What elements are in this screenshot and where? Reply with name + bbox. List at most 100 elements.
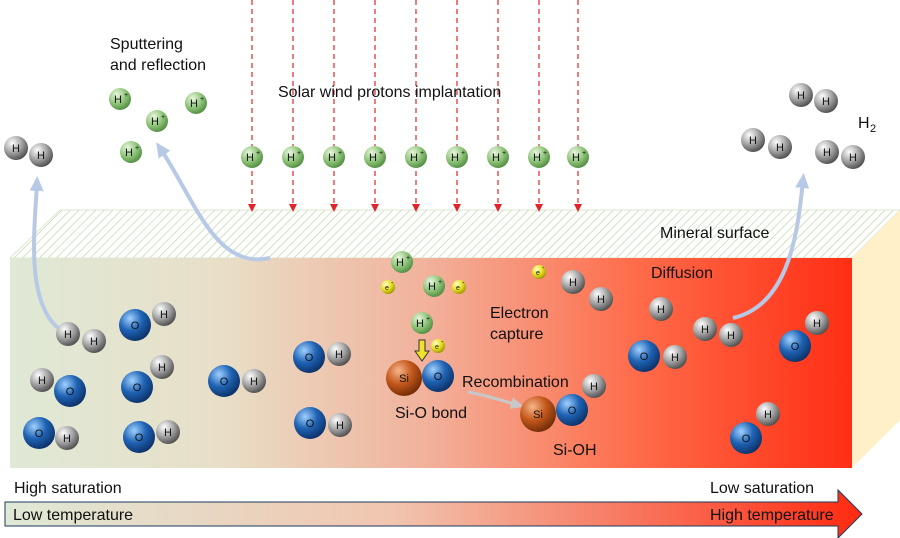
svg-text:H: H (158, 362, 166, 374)
svg-text:-: - (462, 280, 465, 287)
svg-text:H: H (822, 96, 830, 108)
sputtering-arrow (156, 142, 271, 262)
svg-text:+: + (426, 316, 430, 323)
svg-text:H: H (336, 420, 344, 432)
svg-text:O: O (35, 428, 44, 440)
capture-down-arrow (414, 339, 430, 362)
proton: H+ (109, 88, 131, 110)
svg-text:-: - (542, 265, 545, 272)
hydrogen-atom: H (561, 270, 585, 294)
svg-text:H: H (369, 152, 377, 164)
electron: e- (431, 339, 445, 353)
escape-arrow-left (29, 176, 60, 330)
incoming-proton: H+ (282, 146, 304, 168)
svg-text:O: O (568, 405, 577, 417)
svg-text:H: H (572, 152, 580, 164)
svg-text:H: H (727, 330, 735, 342)
svg-text:e: e (536, 270, 540, 277)
svg-text:H: H (764, 409, 772, 421)
svg-text:H: H (657, 304, 665, 316)
electron: e- (452, 280, 466, 294)
svg-text:e: e (385, 285, 389, 292)
svg-text:H: H (63, 433, 71, 445)
implantation-paths[interactable] (248, 0, 582, 212)
hydroxyl-group: O H (779, 311, 829, 362)
si-oh-label: Si-OH (553, 442, 597, 459)
svg-text:H: H (160, 309, 168, 321)
proton: H+ (411, 312, 433, 334)
svg-text:H: H (590, 381, 598, 393)
incoming-proton: H+ (567, 146, 589, 168)
temperature-arrow (4, 488, 863, 538)
electron-capture-label-line2: capture (490, 326, 543, 343)
svg-text:H: H (797, 90, 805, 102)
h2-molecule: H H (741, 128, 792, 159)
incoming-proton: H+ (528, 146, 550, 168)
svg-text:H: H (396, 257, 404, 269)
hydroxyl-group: O H (121, 355, 174, 403)
svg-text:O: O (791, 341, 800, 353)
hydroxyl-group: O H (123, 420, 180, 453)
slab-side-face (852, 210, 900, 468)
svg-text:H: H (190, 98, 198, 110)
hydroxyl-group: O H (119, 302, 176, 341)
h2-molecule: H H (789, 83, 838, 113)
svg-text:+: + (406, 255, 410, 262)
h2-molecule: H H (815, 140, 865, 169)
svg-text:H: H (813, 318, 821, 330)
incoming-proton: H+ (323, 146, 345, 168)
svg-text:H: H (451, 152, 459, 164)
si-oh-group: Si O (520, 394, 588, 432)
svg-text:+: + (135, 145, 139, 152)
svg-text:O: O (131, 320, 140, 332)
h2-subscript: 2 (870, 123, 876, 135)
svg-text:H: H (114, 94, 122, 106)
svg-text:O: O (220, 376, 229, 388)
proton: H+ (120, 141, 142, 163)
svg-text:-: - (391, 280, 394, 287)
svg-text:H: H (823, 147, 831, 159)
si-o-bond: Si O (386, 360, 454, 396)
svg-text:H: H (492, 152, 500, 164)
svg-text:H: H (12, 143, 20, 155)
svg-text:+: + (438, 279, 442, 286)
high-saturation-label: High saturation (14, 480, 122, 497)
h2-release-arrow (732, 173, 810, 320)
proton: H+ (185, 92, 207, 114)
incoming-proton: H+ (241, 146, 263, 168)
svg-text:H: H (250, 376, 258, 388)
hydroxyl-group: O H (628, 340, 687, 372)
svg-text:O: O (640, 351, 649, 363)
hydrogen-atom: H (649, 297, 673, 321)
hydrogen-atom: H (589, 287, 613, 311)
h2-molecule: H H (4, 136, 53, 167)
incoming-proton: H+ (487, 146, 509, 168)
diffusion-label: Diffusion (651, 265, 713, 282)
svg-text:H: H (701, 324, 709, 336)
hydroxyl-group: O H (23, 417, 79, 450)
svg-text:H: H (533, 152, 541, 164)
svg-text:+: + (124, 92, 128, 99)
svg-text:H: H (38, 375, 46, 387)
svg-text:H: H (125, 147, 133, 159)
electron-capture-label-line1: Electron (490, 305, 549, 322)
electron: e- (381, 280, 395, 294)
solar-wind-label: Solar wind protons implantation (278, 84, 501, 101)
h2-molecule: H H (56, 322, 106, 353)
svg-text:H: H (90, 336, 98, 348)
temperature-gradient-bar: Low temperature High temperature (4, 488, 863, 538)
svg-text:+: + (582, 150, 586, 157)
svg-text:H: H (597, 294, 605, 306)
proton: H+ (423, 275, 445, 297)
svg-text:+: + (420, 150, 424, 157)
svg-text:O: O (135, 432, 144, 444)
svg-text:H: H (328, 152, 336, 164)
svg-text:H: H (749, 135, 757, 147)
svg-text:-: - (441, 339, 444, 346)
svg-text:O: O (434, 371, 443, 383)
svg-text:O: O (742, 433, 751, 445)
svg-text:H: H (246, 152, 254, 164)
svg-text:+: + (256, 150, 260, 157)
svg-text:H: H (164, 427, 172, 439)
